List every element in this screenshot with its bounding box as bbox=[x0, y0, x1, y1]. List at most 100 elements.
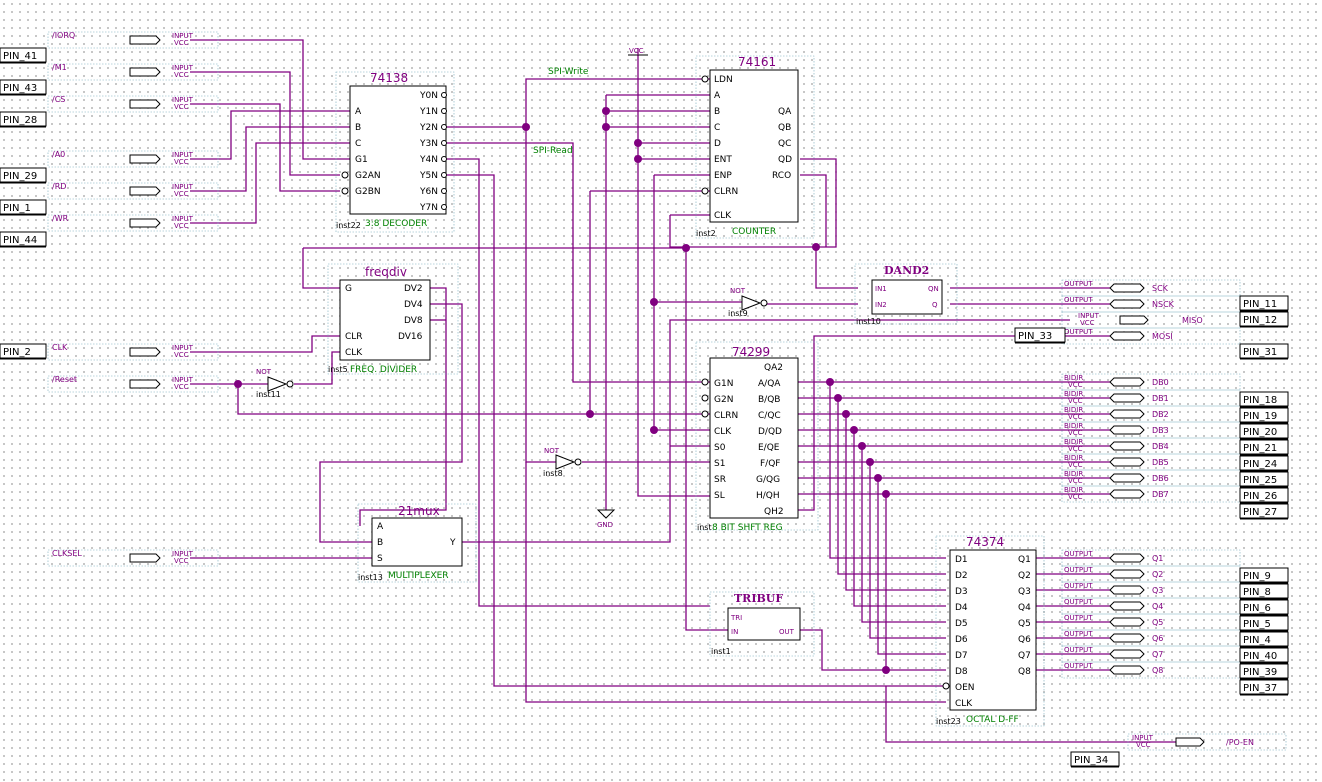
svg-text:OEN: OEN bbox=[955, 683, 975, 693]
net-label-spi-write: SPI-Write bbox=[548, 67, 589, 77]
pin-label-text: PIN_5 bbox=[1243, 619, 1271, 630]
svg-text:G2N: G2N bbox=[714, 395, 733, 405]
svg-text:C: C bbox=[714, 123, 720, 133]
svg-text:Y7N: Y7N bbox=[419, 203, 438, 213]
pin-label: PIN_4 bbox=[1239, 631, 1289, 648]
svg-text:Q6: Q6 bbox=[1018, 635, 1031, 645]
pin-label-text: PIN_8 bbox=[1243, 587, 1271, 598]
port-type-label: BIDIR bbox=[1064, 470, 1083, 478]
svg-text:CLRN: CLRN bbox=[714, 411, 738, 421]
pin-label: PIN_31 bbox=[1239, 343, 1289, 360]
pin-label-text: PIN_20 bbox=[1243, 427, 1277, 438]
svg-text:inst: inst bbox=[697, 523, 712, 532]
pin-label-text: PIN_19 bbox=[1243, 411, 1277, 422]
svg-text:Y1N: Y1N bbox=[419, 107, 438, 117]
pin-label-text: PIN_31 bbox=[1243, 347, 1277, 358]
svg-text:TRI: TRI bbox=[730, 614, 742, 622]
port-vcc-label: VCC bbox=[1068, 493, 1083, 501]
input-type-label: INPUT bbox=[172, 344, 194, 352]
pin-label: PIN_24 bbox=[1239, 455, 1289, 472]
svg-text:Q5: Q5 bbox=[1018, 619, 1031, 629]
pin-label: PIN_29 bbox=[0, 167, 47, 184]
port-signal-name: NSCK bbox=[1152, 300, 1175, 309]
freq-divider: freqdiv G CLR CLK DV2 DV4 DV8 DV16 inst5… bbox=[327, 263, 459, 375]
svg-text:Q3: Q3 bbox=[1018, 587, 1031, 597]
not-gate-inst8: NOT inst8 bbox=[543, 447, 582, 478]
port-type-label: BIDIR bbox=[1064, 486, 1083, 494]
svg-text:NOT: NOT bbox=[730, 287, 746, 295]
port-signal-name: /PO-EN bbox=[1226, 738, 1254, 747]
port-type-label: OUTPUT bbox=[1064, 566, 1093, 574]
svg-text:inst8: inst8 bbox=[543, 469, 563, 478]
svg-text:IN1: IN1 bbox=[875, 285, 887, 293]
dff-title: 74374 bbox=[966, 535, 1004, 549]
svg-text:Y5N: Y5N bbox=[419, 171, 438, 181]
dand2-gate: DAND2 IN1 IN2 QN Q inst10 bbox=[854, 263, 958, 326]
svg-text:D7: D7 bbox=[955, 651, 968, 661]
pin-label-text: PIN_2 bbox=[3, 347, 31, 358]
port-type-label: BIDIR bbox=[1064, 438, 1083, 446]
input-signal-name: /IORQ bbox=[52, 31, 75, 40]
port-vcc-label: VCC bbox=[1068, 429, 1083, 437]
svg-text:Y0N: Y0N bbox=[419, 91, 438, 101]
port-type-label: OUTPUT bbox=[1064, 328, 1093, 336]
svg-text:COUNTER: COUNTER bbox=[732, 227, 776, 237]
svg-text:CLR: CLR bbox=[345, 332, 363, 342]
svg-text:NOT: NOT bbox=[544, 447, 560, 455]
svg-text:D2: D2 bbox=[955, 571, 968, 581]
pin-label: PIN_25 bbox=[1239, 471, 1289, 488]
svg-text:ENT: ENT bbox=[714, 155, 732, 165]
svg-text:inst22: inst22 bbox=[336, 221, 361, 230]
pin-label: PIN_11 bbox=[1239, 295, 1289, 312]
port-type-label: OUTPUT bbox=[1064, 280, 1093, 288]
input-vcc-label: VCC bbox=[174, 71, 189, 79]
net-label-spi-read: SPI-Read bbox=[533, 146, 573, 156]
port-signal-name: DB3 bbox=[1152, 426, 1169, 435]
octal-dff-74374: 74374 D1 D2 D3 D4 D5 D6 D7 D8 OEN CLK Q1… bbox=[935, 535, 1045, 727]
pin-label-text: PIN_44 bbox=[3, 235, 37, 246]
input-vcc-label: VCC bbox=[174, 383, 189, 391]
svg-text:Y6N: Y6N bbox=[419, 187, 438, 197]
svg-text:S1: S1 bbox=[714, 459, 725, 469]
svg-text:A: A bbox=[377, 522, 384, 532]
svg-text:MULTIPLEXER: MULTIPLEXER bbox=[388, 571, 449, 581]
port-type-label: OUTPUT bbox=[1064, 630, 1093, 638]
pin-label-text: PIN_29 bbox=[3, 171, 37, 182]
pin-label: PIN_34 bbox=[1070, 751, 1120, 768]
wiring bbox=[190, 39, 1176, 743]
pin-label: PIN_19 bbox=[1239, 407, 1289, 424]
port-signal-name: MISO bbox=[1182, 316, 1203, 325]
input-signal-name: /Reset bbox=[52, 375, 77, 384]
input-vcc-label: VCC bbox=[174, 103, 189, 111]
svg-text:QD: QD bbox=[778, 155, 792, 165]
pin-label: PIN_1 bbox=[0, 199, 47, 216]
svg-text:ENP: ENP bbox=[714, 171, 732, 181]
svg-text:D8: D8 bbox=[955, 667, 968, 677]
pin-label-text: PIN_27 bbox=[1243, 507, 1277, 518]
svg-text:C: C bbox=[355, 139, 361, 149]
svg-text:CLK: CLK bbox=[345, 348, 363, 358]
port-signal-name: DB6 bbox=[1152, 474, 1169, 483]
svg-text:D/QD: D/QD bbox=[758, 427, 782, 437]
pin-label: PIN_27 bbox=[1239, 503, 1289, 520]
svg-text:D3: D3 bbox=[955, 587, 968, 597]
svg-text:DV4: DV4 bbox=[404, 300, 423, 310]
svg-text:DV2: DV2 bbox=[404, 284, 423, 294]
pin-label-text: PIN_37 bbox=[1243, 683, 1277, 694]
svg-text:G/QG: G/QG bbox=[756, 475, 780, 485]
pin-label-text: PIN_25 bbox=[1243, 475, 1277, 486]
pin-label-text: PIN_18 bbox=[1243, 395, 1277, 406]
svg-text:Y3N: Y3N bbox=[419, 139, 438, 149]
port-signal-name: MOSI bbox=[1152, 332, 1173, 341]
pin-label: PIN_41 bbox=[0, 47, 47, 64]
pin-label: PIN_5 bbox=[1239, 615, 1289, 632]
svg-text:Y: Y bbox=[449, 538, 456, 548]
input-signal-name: /CS bbox=[52, 95, 65, 104]
tribuf-title: TRIBUF bbox=[734, 592, 783, 605]
input-signal-name: CLK bbox=[52, 343, 68, 352]
